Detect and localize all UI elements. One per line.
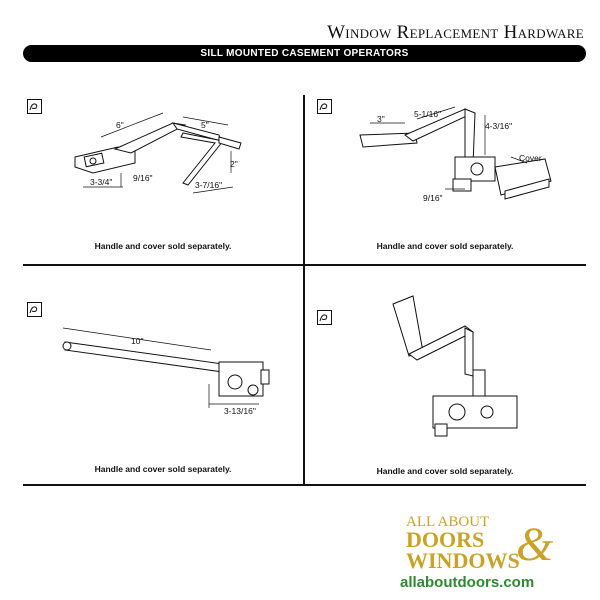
brand-line-3: WINDOWS: [406, 548, 520, 573]
divider-vertical: [303, 95, 305, 485]
panel-4-caption: Handle and cover sold separately.: [376, 466, 514, 476]
dim-9-16in: 9/16": [423, 193, 443, 203]
panel-3-caption: Handle and cover sold separately.: [94, 464, 232, 474]
dim-10in: 10": [131, 336, 143, 346]
allaboutdoors-logo: ALL ABOUT DOORS & WINDOWS allaboutdoors.…: [400, 514, 554, 590]
pella-logo-icon: [27, 99, 42, 114]
panel-1-caption: Handle and cover sold separately.: [94, 241, 232, 251]
cover-label: Cover: [519, 153, 542, 163]
panel-2-caption: Handle and cover sold separately.: [376, 241, 514, 251]
page-title: Window Replacement Hardware: [327, 22, 584, 43]
dim-6in: 6": [116, 120, 124, 130]
dim-4-3-16in: 4-3/16": [485, 121, 512, 131]
divider-middle: [23, 264, 586, 266]
dim-3-13-16in: 3-13/16": [224, 406, 256, 416]
operator-panel-3: 10" 3-13/16" Handle and cover sold separ…: [23, 266, 303, 484]
operator-drawing-4: [392, 295, 518, 437]
operator-panel-4: Handle and cover sold separately.: [305, 266, 586, 484]
section-title-bar: SILL MOUNTED CASEMENT OPERATORS: [23, 45, 586, 62]
pella-logo-icon: [27, 302, 42, 317]
dim-5-1-16in: 5-1/16": [414, 109, 441, 119]
operator-drawing-1: 6" 5" 3-3/4" 9/16" 3-7/16" 2": [74, 112, 242, 194]
operator-drawing-3: 10" 3-13/16": [62, 327, 270, 416]
dim-9-16in: 9/16": [133, 173, 153, 183]
dim-5in: 5": [201, 120, 209, 130]
brand-line-1: ALL ABOUT: [406, 514, 489, 530]
divider-bottom: [23, 484, 586, 486]
brand-ampersand: &: [516, 518, 554, 571]
brand-line-2: DOORS: [406, 527, 484, 552]
dim-3-7-16in: 3-7/16": [195, 180, 222, 190]
dim-2in: 2": [230, 159, 238, 169]
dim-3-3-4in: 3-3/4": [90, 177, 112, 187]
pella-logo-icon: [317, 99, 332, 114]
operator-drawing-2: 3" 5-1/16" 4-3/16" Cover 9/16": [359, 106, 552, 203]
operator-panel-1: 6" 5" 3-3/4" 9/16" 3-7/16" 2" Handle and…: [23, 95, 303, 264]
pella-logo-icon: [317, 310, 332, 325]
brand-url: allaboutdoors.com: [400, 574, 534, 590]
dim-3in: 3": [377, 114, 385, 124]
operator-panel-2: 3" 5-1/16" 4-3/16" Cover 9/16" Handle an…: [305, 95, 586, 264]
